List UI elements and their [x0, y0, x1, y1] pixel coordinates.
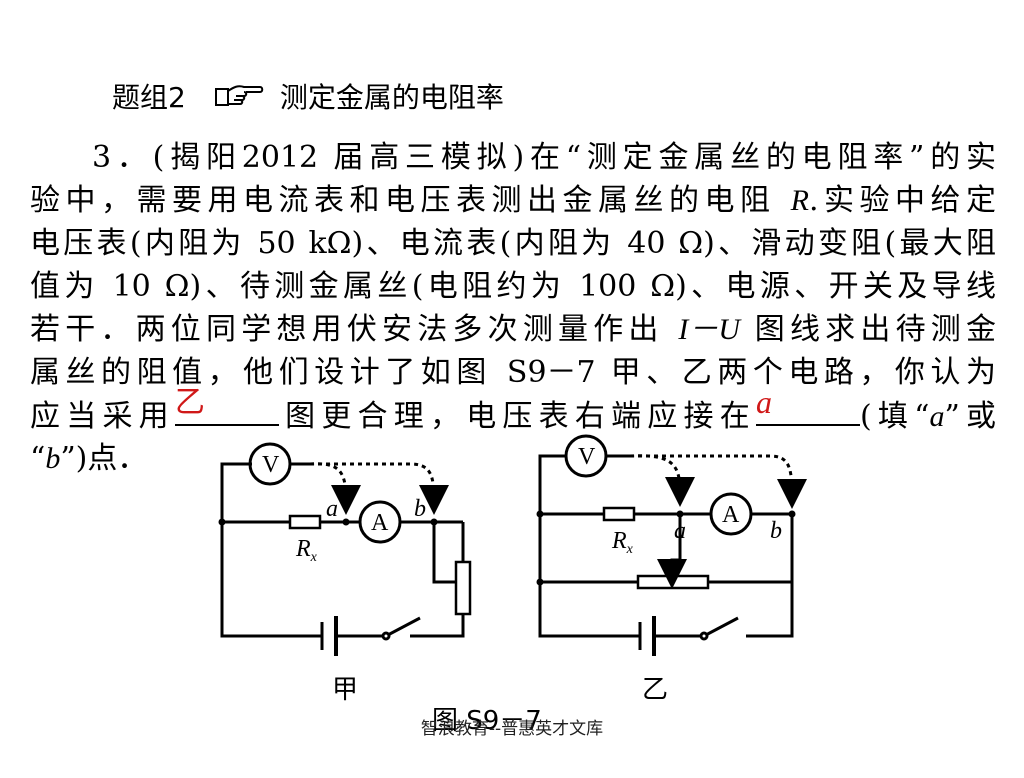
problem-line-8: “b”)点．: [30, 441, 148, 476]
answer-2: a: [755, 384, 772, 420]
problem-line-3: 电压表(内阻为 50 kΩ)、电流表(内阻为 40 Ω)、滑动变阻(最大阻: [30, 226, 996, 261]
section-title: 测定金属的电阻率: [279, 81, 504, 114]
problem-line-5: 若干．两位同学想用伏安法多次测量作出 I－U 图线求出待测金: [30, 312, 996, 347]
circuit-right-name: 乙: [642, 675, 668, 705]
var-r: R: [790, 184, 809, 217]
footer-text: 智浪教育--普惠英才文库: [420, 719, 604, 739]
problem-line-6: 属丝的阻值，他们设计了如图 S9－7 甲、乙两个电路，你认为: [30, 355, 996, 390]
point-a-right: a: [674, 518, 686, 544]
circuit-left-dots: [218, 518, 438, 526]
ammeter-right-label: A: [722, 502, 740, 528]
pointing-hand-icon: [214, 85, 264, 106]
resistor-right-label: Rx: [611, 528, 634, 557]
point-b-left: b: [414, 496, 426, 522]
resistor-left-label: Rx: [295, 536, 318, 565]
problem-line-4: 值为 10 Ω)、待测金属丝(电阻约为 100 Ω)、电源、开关及导线: [30, 269, 996, 304]
section-header: 题组2 测定金属的电阻率: [112, 76, 504, 116]
problem-line-2: 验中，需要用电流表和电压表测出金属丝的电阻 R.实验中给定: [30, 183, 996, 218]
resistor-right: [602, 506, 636, 522]
var-iu: I－U: [678, 313, 741, 346]
answer-1: 乙: [174, 385, 205, 420]
problem-text: 3．(揭阳2012 届高三模拟)在“测定金属丝的电阻率”的实 验中，需要用电流表…: [30, 136, 996, 480]
ammeter-left-label: A: [371, 510, 389, 536]
section-label: 题组2: [112, 81, 186, 114]
figure-caption: 图 S9－7: [432, 706, 542, 736]
problem-line-1: 3．(揭阳2012 届高三模拟)在“测定金属丝的电阻率”的实: [92, 140, 996, 175]
point-b-right: b: [770, 518, 782, 544]
resistor-left: [288, 514, 322, 530]
point-a-left: a: [326, 496, 338, 522]
circuit-left: [220, 442, 472, 656]
circuit-right: [538, 434, 807, 656]
circuit-left-name: 甲: [332, 675, 358, 705]
answer-blank-2: a: [755, 384, 860, 426]
answer-blank-1: 乙: [174, 385, 279, 426]
voltmeter-right-label: V: [578, 444, 596, 470]
rheostat-left: [454, 560, 472, 616]
rheostat-right: [636, 574, 710, 590]
circuit-right-dots: [536, 510, 796, 586]
voltmeter-left-label: V: [262, 452, 280, 478]
